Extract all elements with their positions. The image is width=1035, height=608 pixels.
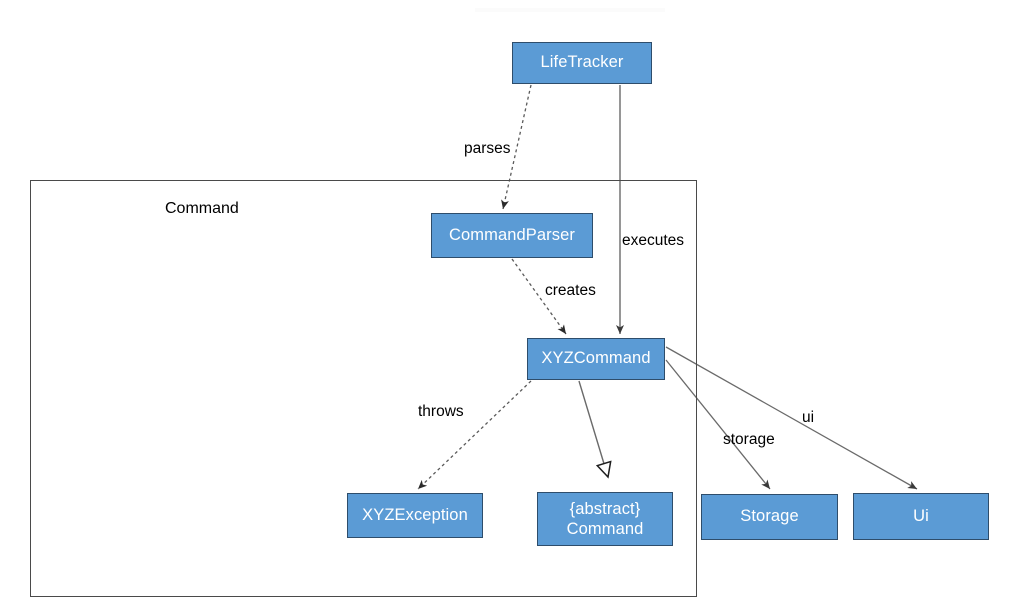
connector-label-parses: parses: [464, 140, 511, 157]
connector-ui: [665, 346, 918, 490]
class-node-xyzcommand-label: XYZCommand: [541, 349, 651, 368]
class-node-ui-label: Ui: [913, 506, 929, 525]
class-node-lifetracker-label: LifeTracker: [540, 53, 624, 72]
package-command-label: Command: [165, 200, 239, 217]
top-edge-artifact: [475, 8, 665, 12]
class-node-abstract-command[interactable]: {abstract} Command: [537, 492, 673, 546]
connector-label-storage: storage: [723, 431, 775, 448]
class-node-xyzexception[interactable]: XYZException: [347, 493, 483, 538]
connector-label-ui: ui: [802, 409, 815, 426]
class-node-storage-label: Storage: [740, 507, 799, 526]
class-node-xyzexception-label: XYZException: [362, 505, 468, 524]
class-node-ui[interactable]: Ui: [853, 493, 989, 540]
class-node-xyzcommand[interactable]: XYZCommand: [527, 338, 665, 380]
class-node-lifetracker[interactable]: LifeTracker: [512, 42, 652, 84]
connector-label-throws: throws: [418, 403, 464, 420]
connector-label-creates: creates: [545, 282, 596, 299]
connector-label-executes: executes: [622, 232, 685, 249]
class-node-abstract-stereotype: {abstract}: [569, 499, 641, 518]
class-node-abstract-command-label: Command: [566, 520, 644, 538]
class-node-commandparser-label: CommandParser: [448, 225, 575, 244]
class-node-storage[interactable]: Storage: [701, 494, 838, 540]
class-node-commandparser[interactable]: CommandParser: [431, 213, 593, 258]
